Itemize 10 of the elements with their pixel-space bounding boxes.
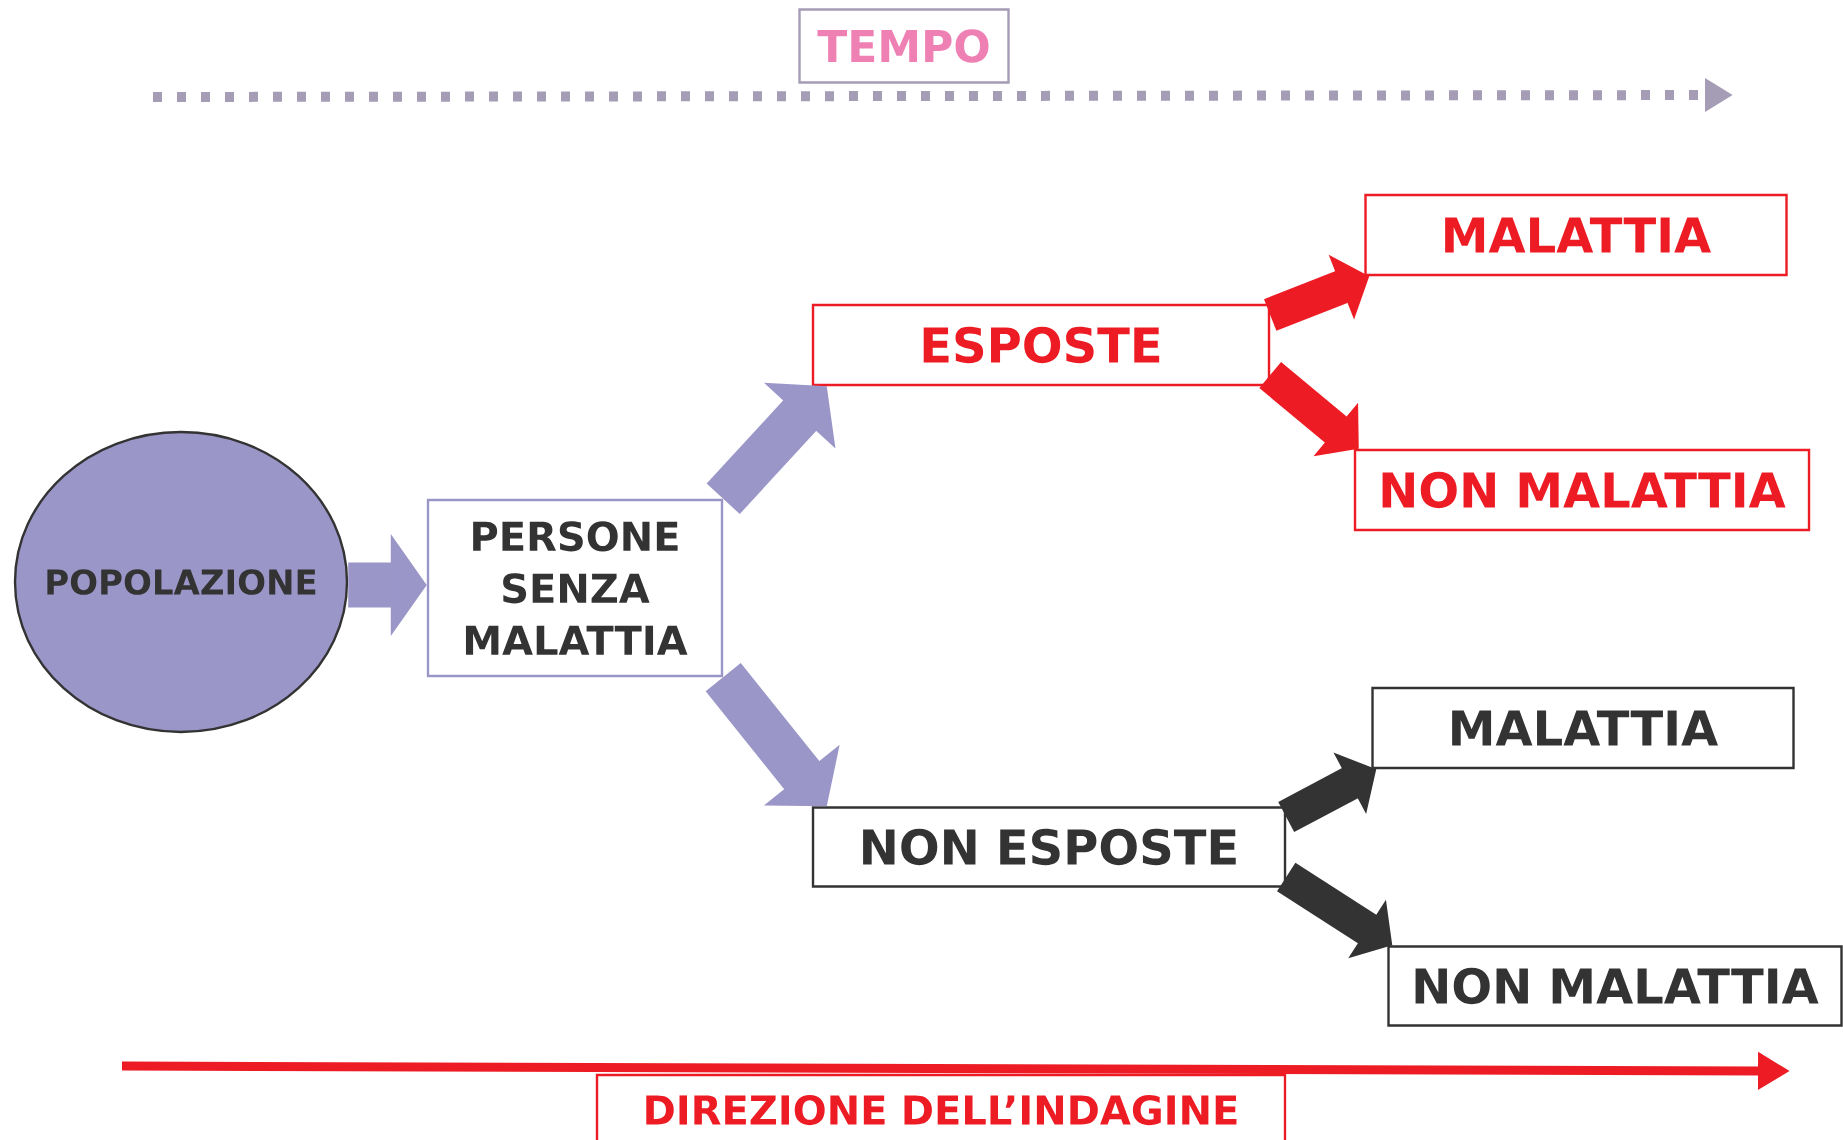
group-box: NON ESPOSTE — [811, 806, 1287, 888]
group-box: ESPOSTE — [811, 303, 1271, 387]
outcome-box: NON MALATTIA — [1353, 448, 1811, 532]
block-arrow — [705, 663, 840, 807]
outcome-box: NON MALATTIA — [1387, 945, 1843, 1027]
label-box: DIREZIONE DELL’INDAGINE — [595, 1073, 1287, 1140]
outcome-box: MALATTIA — [1364, 193, 1788, 277]
group-box: PERSONE SENZA MALATTIA — [426, 498, 724, 678]
label-box: TEMPO — [798, 8, 1010, 84]
outcome-box: MALATTIA — [1371, 686, 1795, 770]
